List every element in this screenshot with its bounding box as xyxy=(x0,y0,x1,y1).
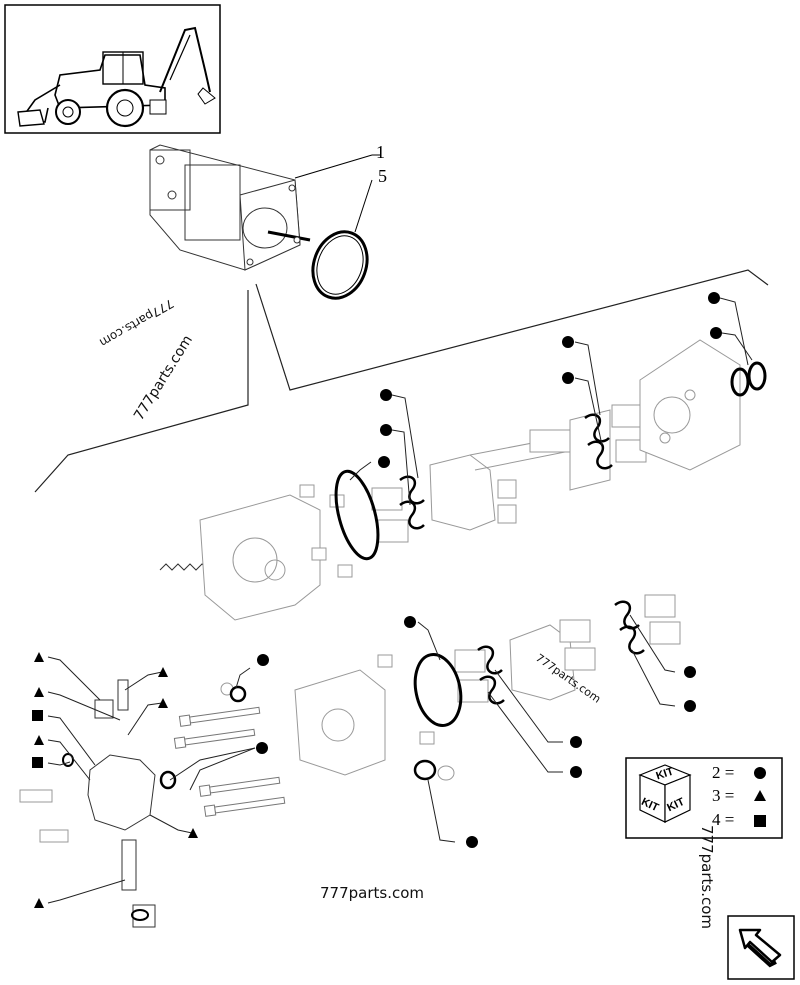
lower-seals[interactable] xyxy=(62,600,645,921)
next-page-arrow-icon[interactable] xyxy=(727,915,795,980)
backhoe-loader-thumbnail[interactable] xyxy=(4,4,221,134)
kit-2-circle-markers[interactable] xyxy=(256,292,722,848)
o-ring-item-5[interactable] xyxy=(304,224,376,306)
kit-row-equals: = xyxy=(724,763,735,782)
kit-row-number: 3 xyxy=(712,786,721,805)
kit-row-number: 4 xyxy=(712,810,721,829)
watermark-bottom: 777parts.com xyxy=(320,884,425,902)
pump-assembly[interactable] xyxy=(149,144,311,271)
kit-row-equals: = xyxy=(724,786,735,805)
kit-3-triangle-markers[interactable] xyxy=(34,652,198,908)
kit-row-2: 2 = xyxy=(712,763,734,783)
leader-lines xyxy=(47,297,753,904)
callout-item-1: 1 xyxy=(376,142,385,162)
kit-row-number: 2 xyxy=(712,763,721,782)
upper-exploded-components[interactable] xyxy=(159,339,741,621)
upper-seals[interactable] xyxy=(328,361,767,563)
lower-exploded-components[interactable] xyxy=(19,594,681,928)
kit-legend-box xyxy=(625,757,783,839)
kit-4-square-markers[interactable] xyxy=(32,710,43,768)
kit-row-3: 3 = xyxy=(712,786,734,806)
kit-row-equals: = xyxy=(724,810,735,829)
kit-row-4: 4 = xyxy=(712,810,734,830)
watermark-vertical: 777parts.com xyxy=(698,824,717,930)
kit-box-icon xyxy=(638,764,692,823)
exploded-view-outline xyxy=(34,269,769,493)
callout-item-5: 5 xyxy=(378,166,387,186)
